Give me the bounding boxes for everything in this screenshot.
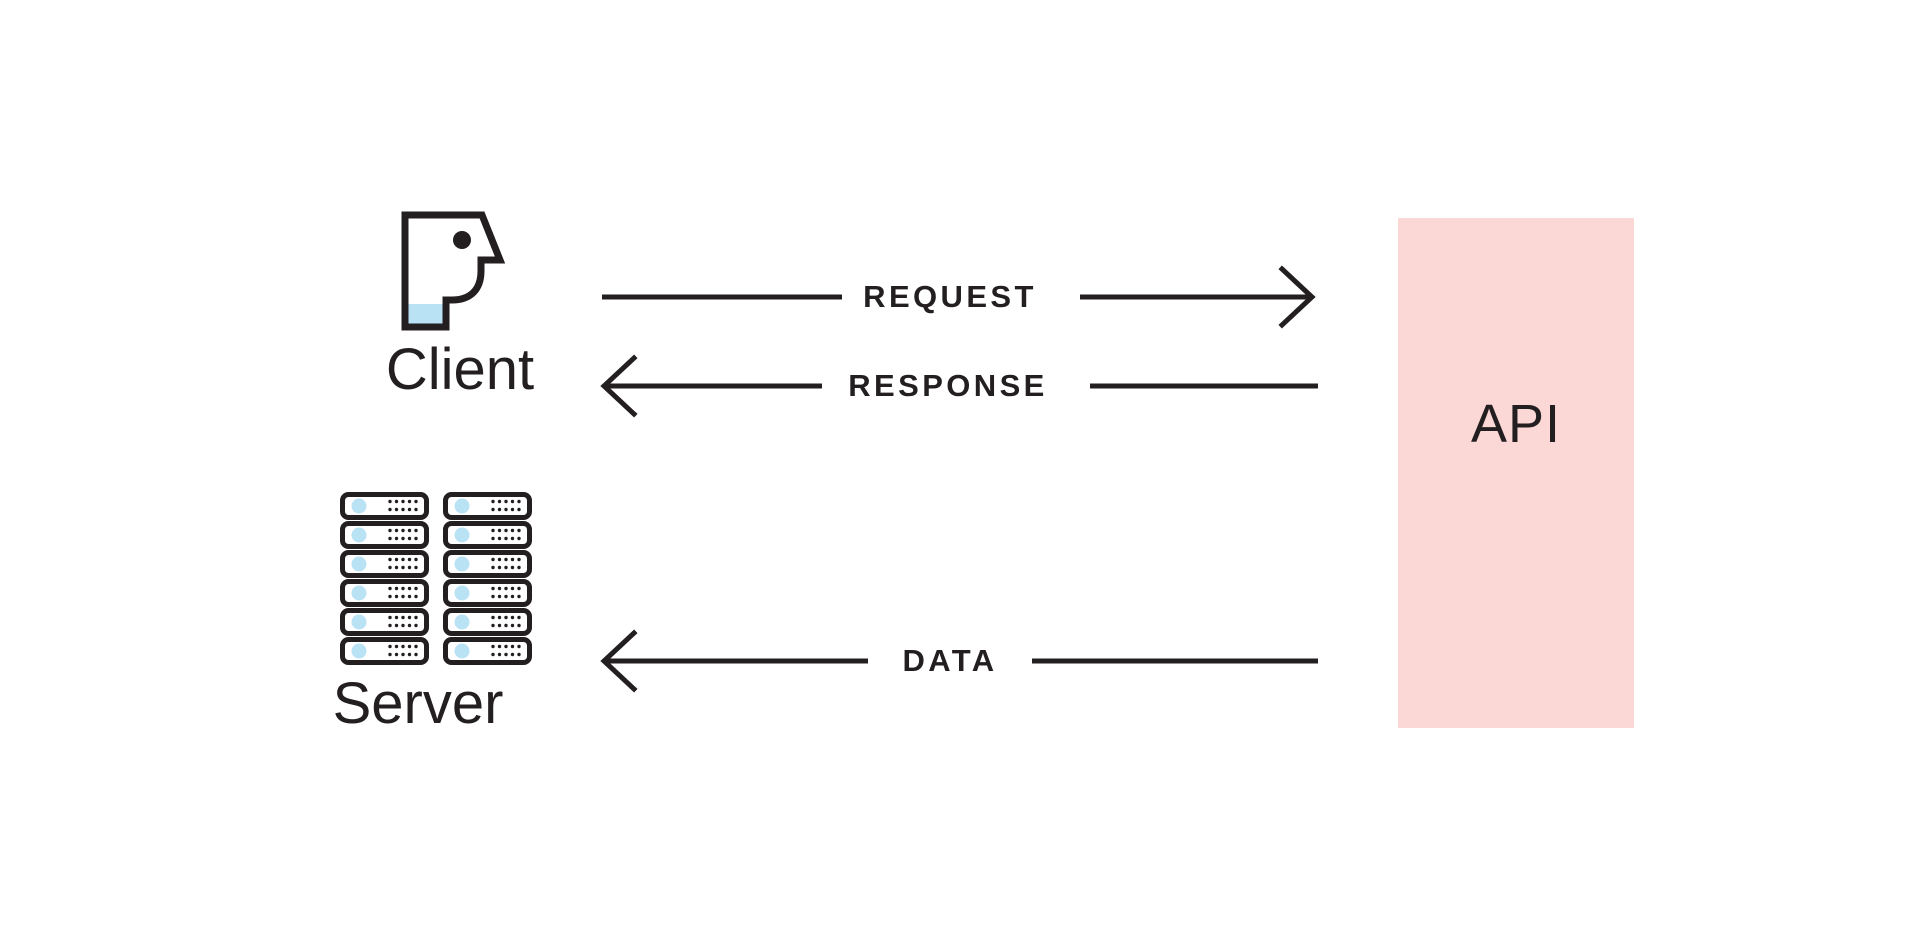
data-arrow-icon (600, 629, 1318, 693)
flow-label-request: REQUEST (863, 279, 1037, 314)
server-rack-icon (340, 492, 534, 668)
request-arrow-icon (602, 265, 1316, 329)
flow-data: DATA (590, 621, 1330, 701)
response-arrow-icon (600, 354, 1318, 418)
server-node: Server (333, 492, 580, 736)
client-node: Client (340, 208, 580, 418)
person-head-profile-icon (398, 208, 518, 334)
api-label: API (1470, 394, 1562, 454)
flow-label-data: DATA (902, 643, 998, 678)
flow-label-response: RESPONSE (848, 368, 1048, 403)
flow-response: RESPONSE (590, 346, 1330, 426)
flow-request: REQUEST (590, 257, 1330, 337)
server-label: Server (332, 671, 504, 736)
api-block: API (1398, 218, 1634, 728)
client-label: Client (385, 337, 535, 402)
